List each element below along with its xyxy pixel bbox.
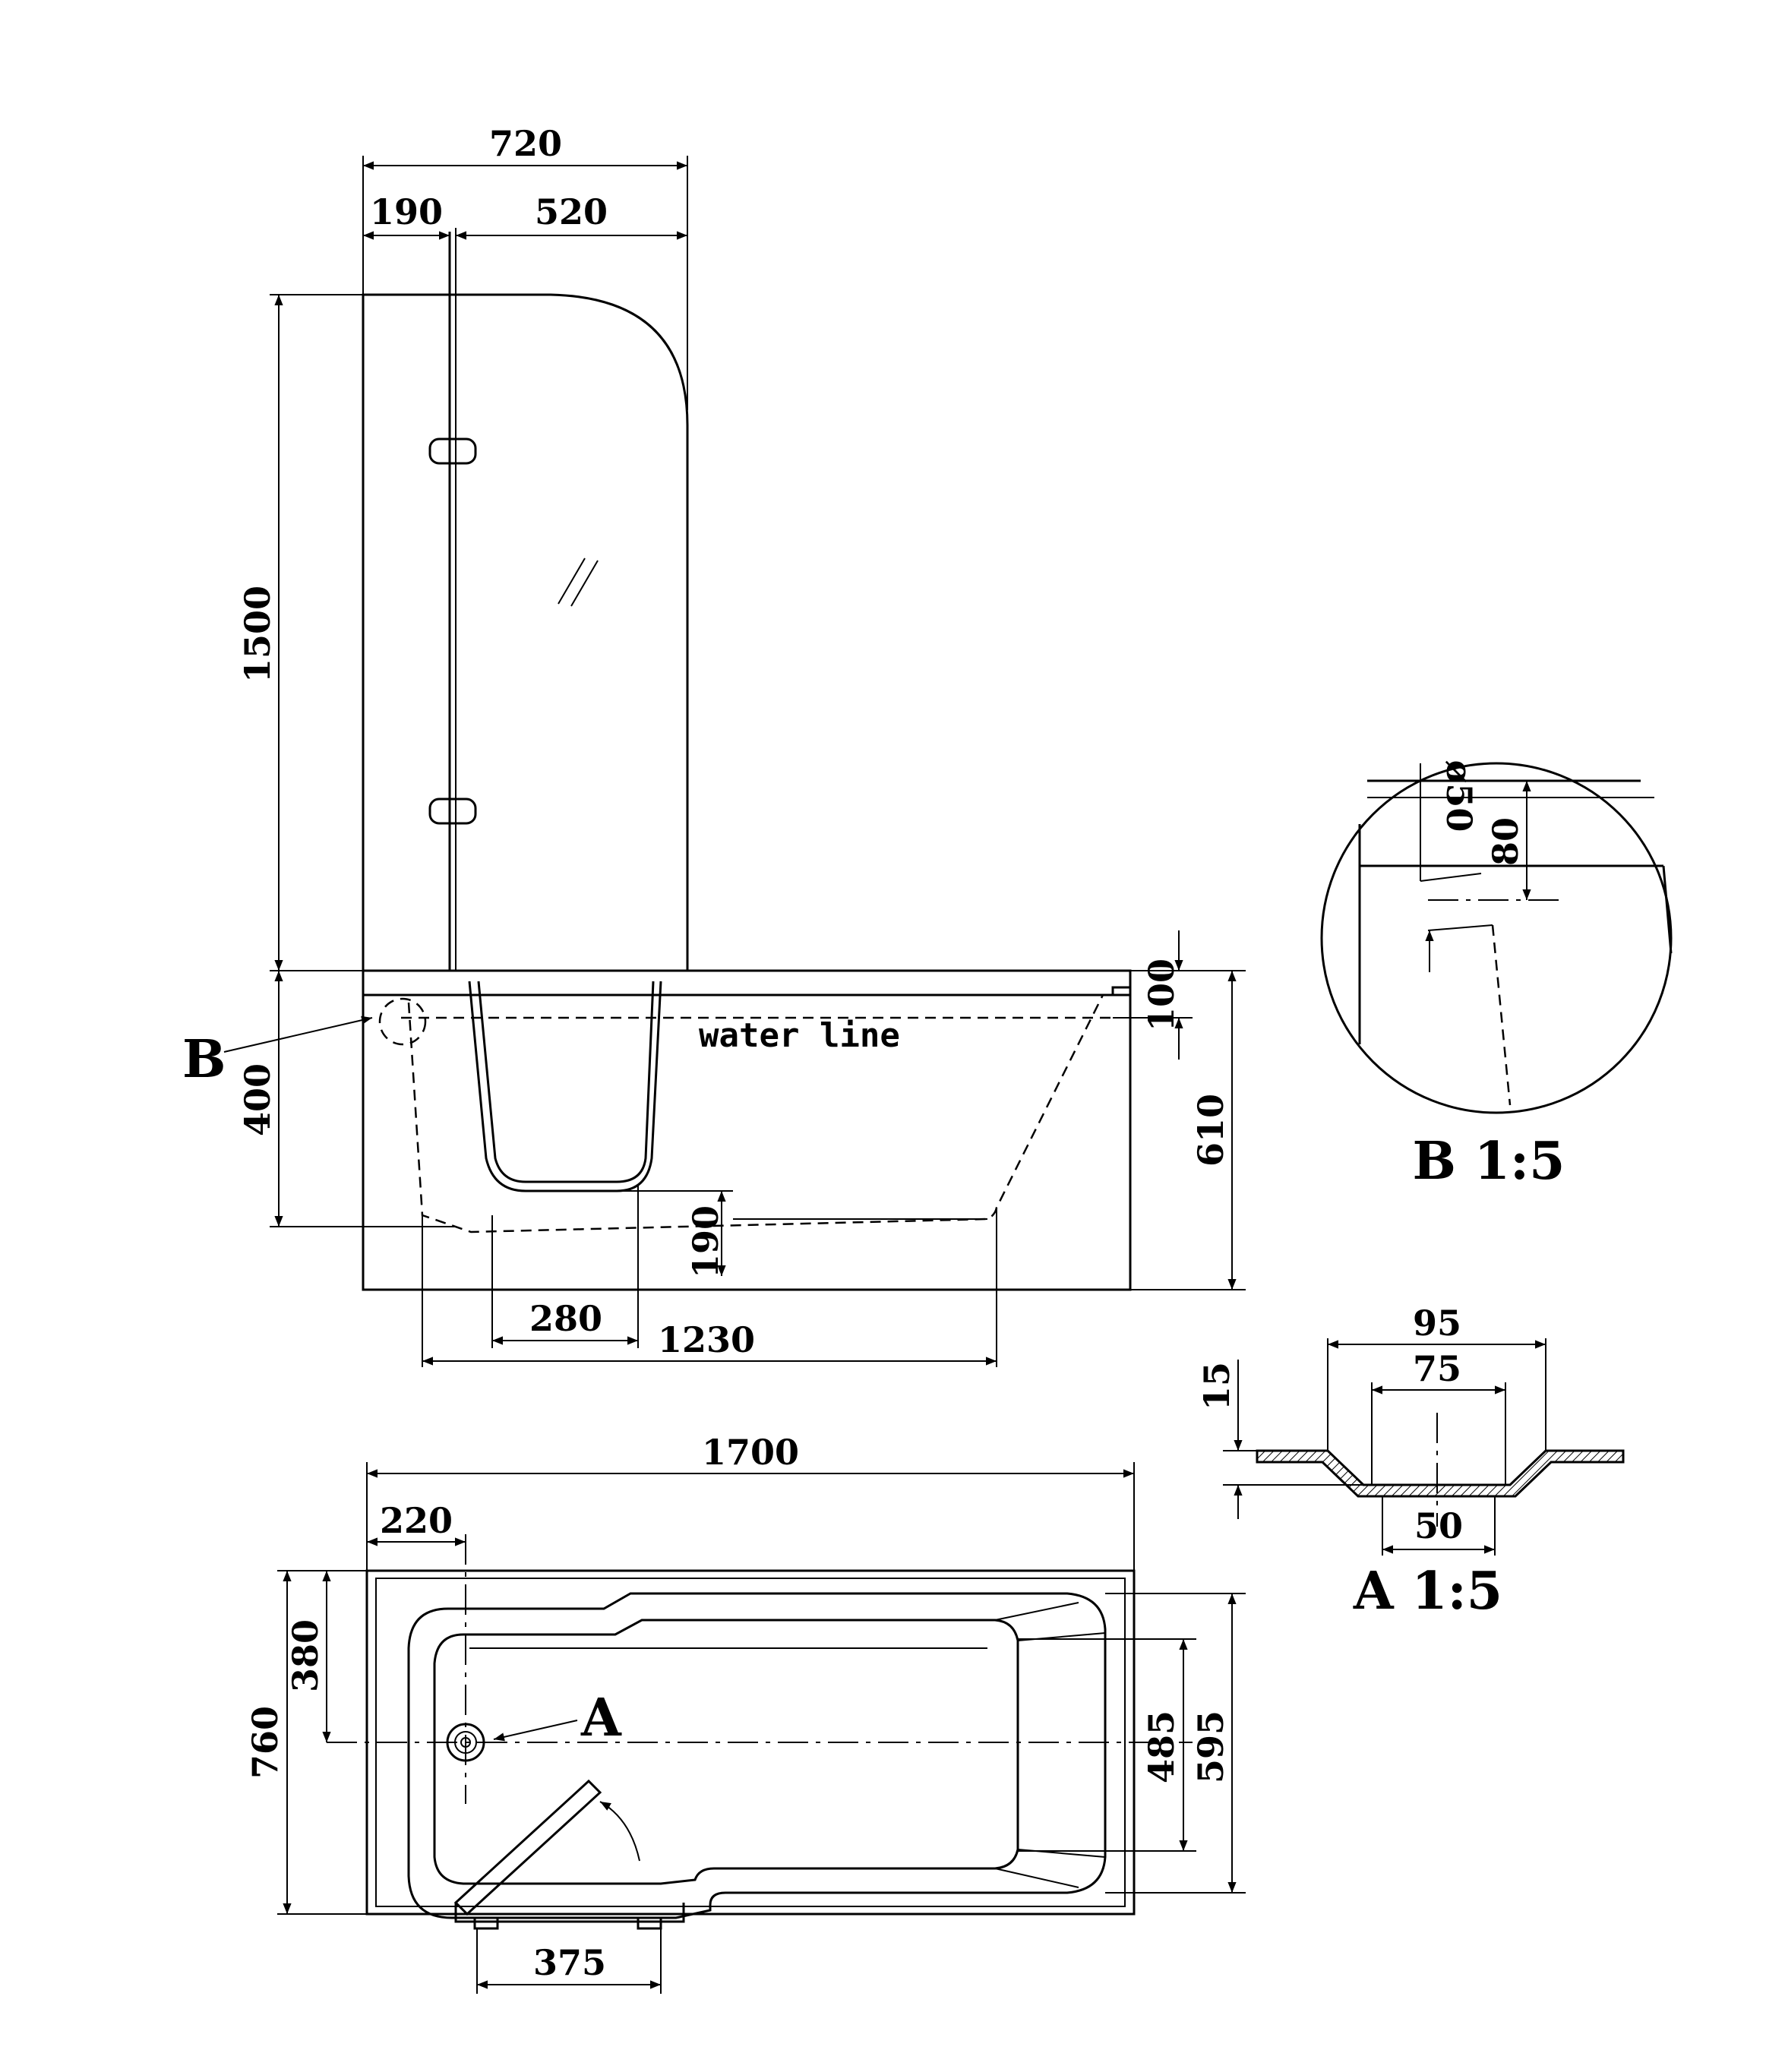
hinge-upper: [428, 437, 477, 465]
dim-720-text: 720: [489, 123, 562, 164]
dim-100-text: 100: [1141, 959, 1182, 1031]
dim-1500-text: 1500: [237, 586, 278, 683]
dim-485-text: 485: [1141, 1710, 1182, 1783]
plan-view: A 1700 220 760 380 485 595 375: [245, 1432, 1246, 1994]
bath-apron: [362, 969, 1132, 1291]
drain-section: [1256, 1449, 1625, 1498]
callout-a-label: A: [580, 1688, 622, 1748]
dim-375-text: 375: [533, 1942, 606, 1983]
door-sill: [454, 1903, 685, 1923]
dim-d50-text: ø50: [1439, 760, 1480, 832]
dim-595-text: 595: [1190, 1710, 1231, 1783]
bath-outline-inner: [375, 1578, 1126, 1907]
hinge-lower: [428, 798, 477, 825]
dim-400-text: 400: [237, 1063, 278, 1136]
basin-inner: [433, 1619, 1019, 1885]
detail-b-outline: [1320, 762, 1673, 1114]
dim-380-text: 380: [285, 1619, 326, 1692]
dim-760-text: 760: [245, 1706, 286, 1779]
door-cutout: [468, 981, 662, 1192]
callout-b-label: B: [182, 1029, 226, 1090]
dim-610-text: 610: [1190, 1094, 1231, 1167]
callout-a-leader: [493, 1720, 578, 1742]
dim-1700-text: 1700: [702, 1432, 799, 1473]
dim-50-text: 50: [1414, 1505, 1463, 1546]
detail-b-title: B 1:5: [1413, 1131, 1565, 1192]
dim-80-text: 80: [1485, 817, 1526, 866]
front-view: water line B 720 190 520 1500 400 100 61…: [182, 123, 1246, 1367]
dim-75-text: 75: [1413, 1348, 1461, 1389]
door-cutout-inner: [477, 981, 655, 1183]
dim-220-text: 220: [380, 1500, 453, 1541]
door-leaf: [453, 1779, 602, 1916]
door-swing-arrow: [599, 1801, 640, 1862]
water-line-label: water line: [699, 1016, 900, 1055]
detail-b-circle: [378, 997, 427, 1046]
detail-a: 95 75 50 15 A 1:5: [1196, 1303, 1625, 1622]
dim-190-text: 190: [370, 191, 443, 232]
rim-step: [1111, 971, 1132, 995]
dim-280-text: 280: [529, 1298, 602, 1339]
glass-mark-icon: [558, 557, 599, 607]
dim-15-text: 15: [1196, 1362, 1237, 1410]
dim-520-text: 520: [535, 191, 608, 232]
callout-b-leader: [223, 1015, 373, 1053]
door-foot-right: [637, 1916, 662, 1930]
door-foot-left: [473, 1916, 499, 1930]
detail-b: 80 ø50 B 1:5: [1320, 760, 1673, 1192]
basin-outer: [407, 1592, 1107, 1919]
dim-1230-text: 1230: [658, 1319, 755, 1360]
dim-95-text: 95: [1413, 1303, 1461, 1344]
detail-a-title: A 1:5: [1353, 1561, 1502, 1622]
dim-190-seat-text: 190: [685, 1205, 726, 1278]
shower-screen: [362, 293, 689, 971]
